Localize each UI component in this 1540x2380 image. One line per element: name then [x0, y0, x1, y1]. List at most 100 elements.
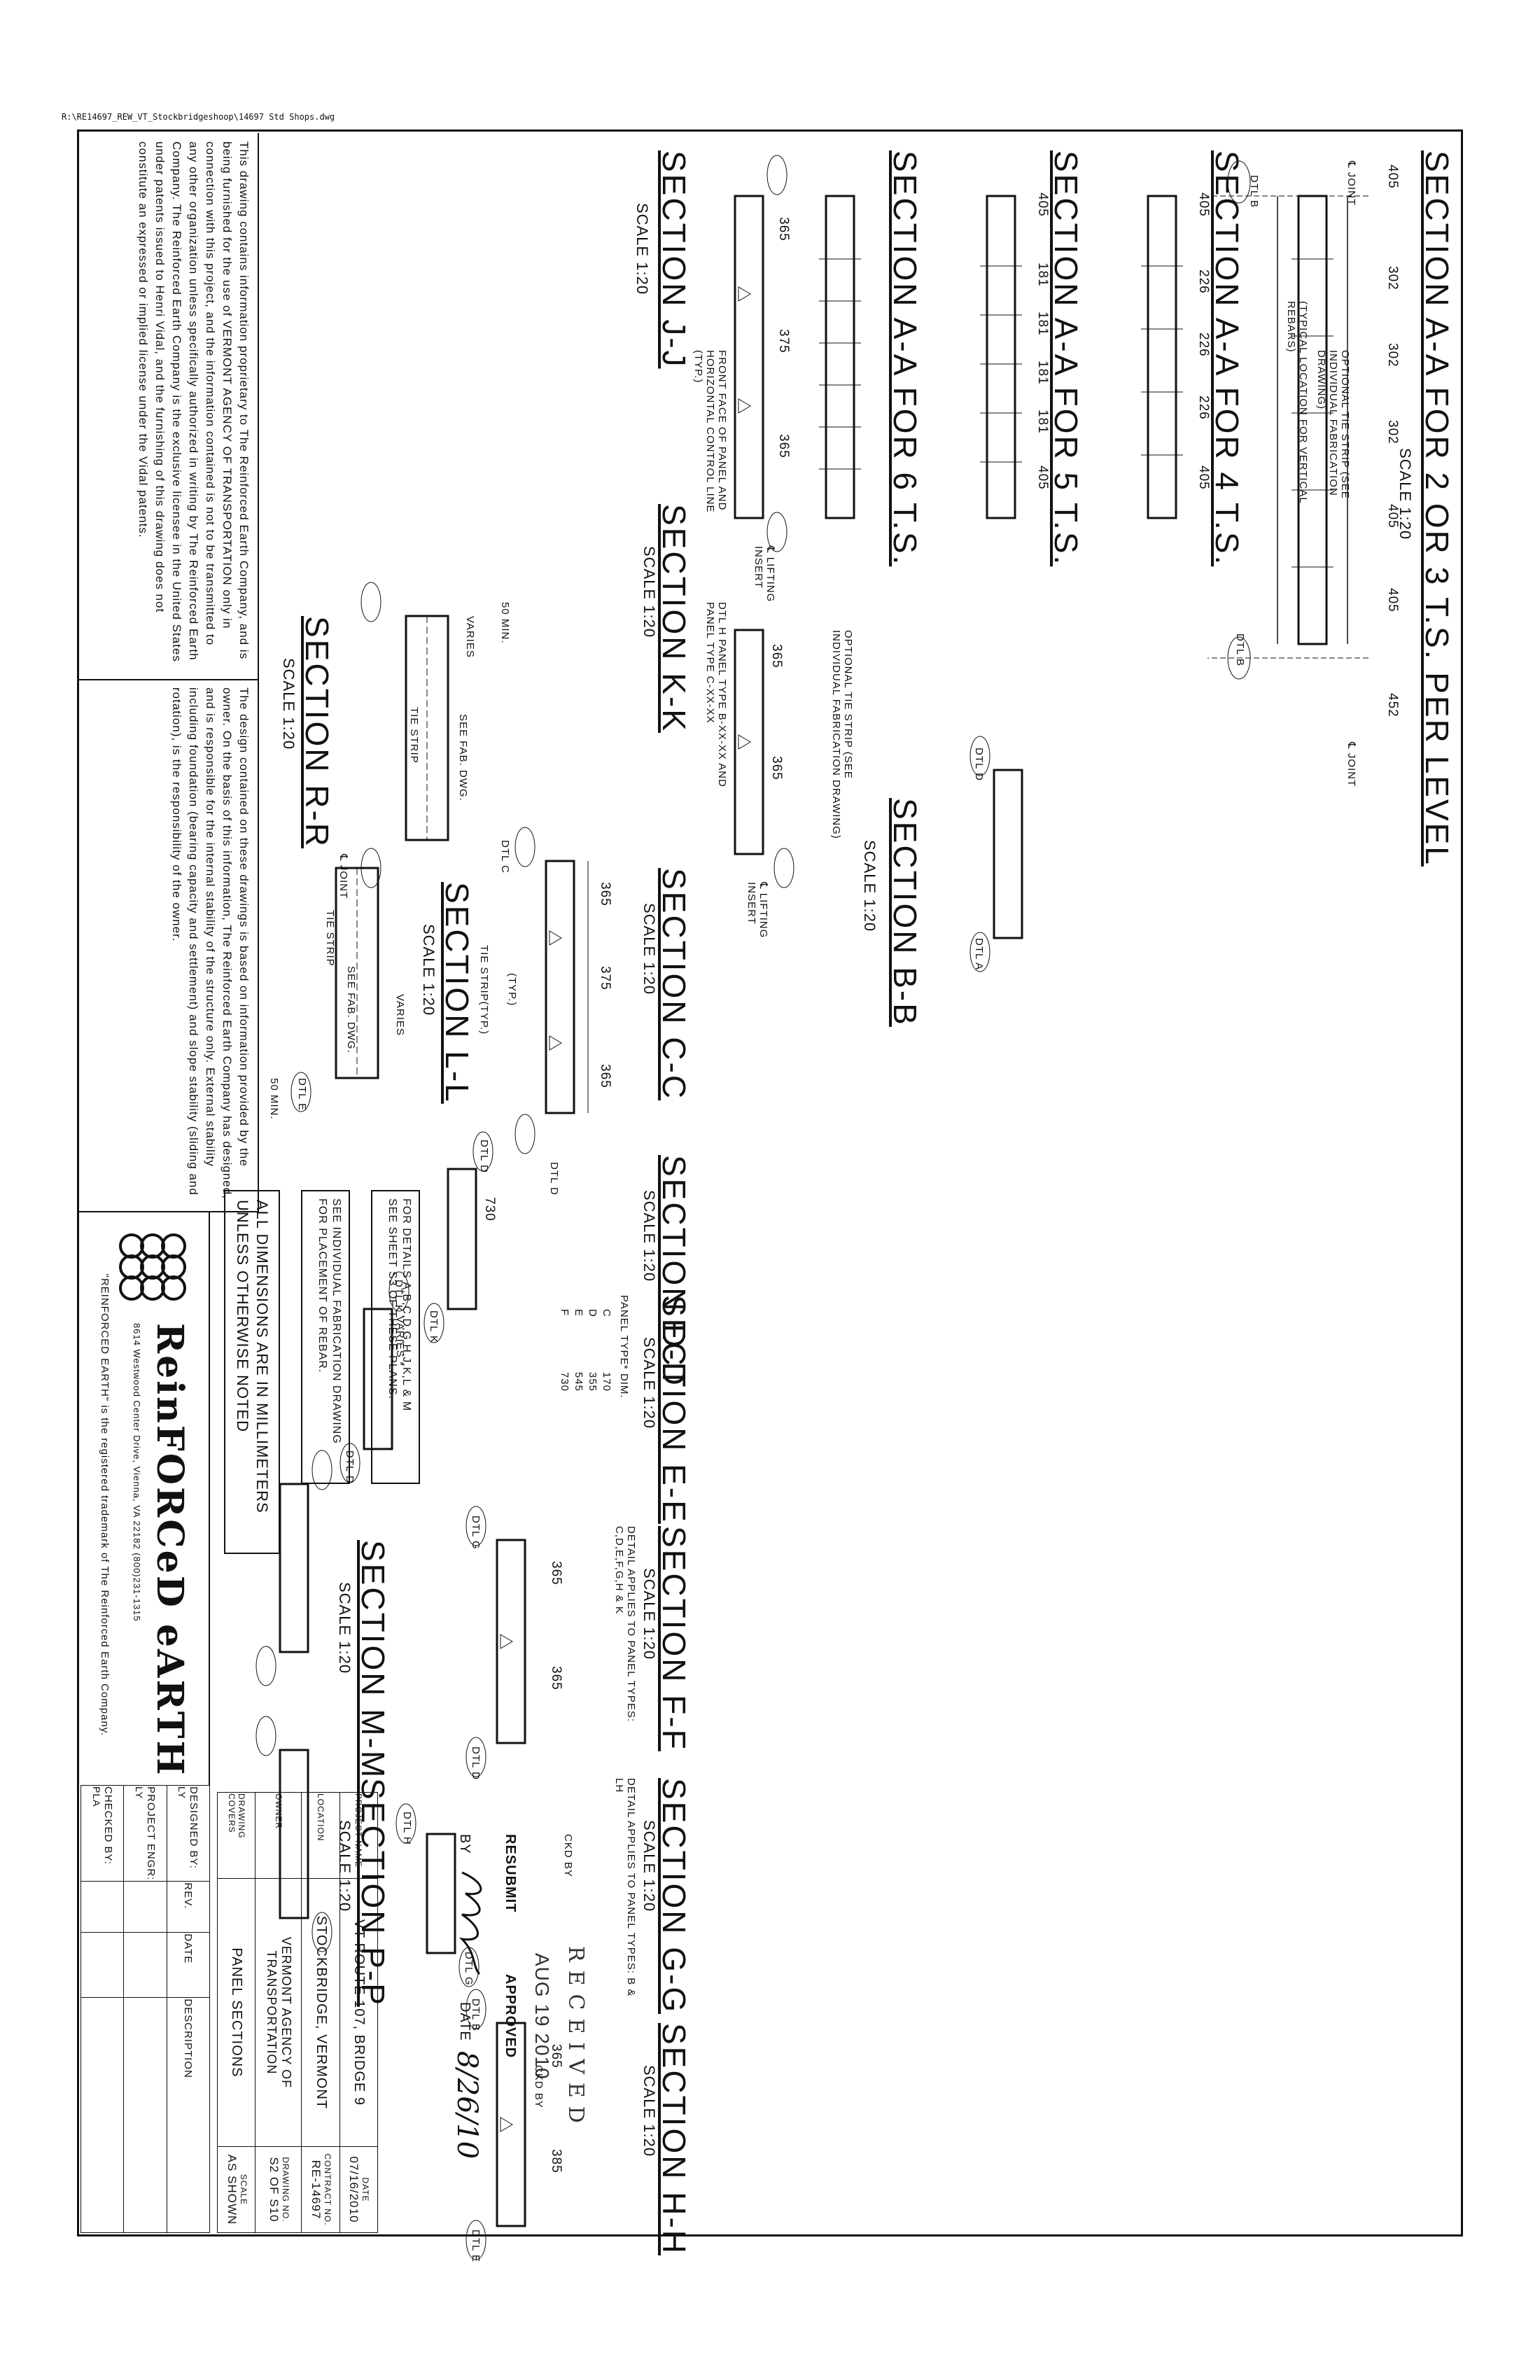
scale-bb: SCALE 1:20 — [861, 840, 878, 932]
company-trademark: "REINFORCED EARTH" is the registered tra… — [99, 1273, 111, 1737]
company-address: 8614 Westwood Center Drive, Vienna, VA 2… — [132, 1323, 142, 1622]
checked-by-label: CHECKED BY: — [102, 1786, 114, 1865]
title-aa4: SECTION A-A FOR 4 T.S. — [1209, 150, 1245, 567]
callout-dtl-d-dd: DTL D — [478, 1140, 490, 1173]
proprietary-box: This drawing contains information propri… — [79, 133, 259, 680]
label-detail-gg: DETAIL APPLIES TO PANEL TYPES: B & LH — [613, 1778, 637, 1997]
owner-label: OWNER — [255, 1792, 302, 1879]
location-value: STOCKBRIDGE, VERMONT — [301, 1878, 340, 2147]
dim-aa23-t1: 405 — [1385, 588, 1400, 612]
scale-rr: SCALE 1:20 — [280, 658, 298, 750]
date-value: 07/16/2010 — [347, 2156, 361, 2223]
scale-value: AS SHOWN — [225, 2154, 239, 2225]
label-varies-ll: VARIES — [394, 994, 406, 1036]
drawing-rr — [360, 582, 449, 888]
label-optional-tie-kk: OPTIONAL TIE STRIP (SEE INDIVIDUAL FABRI… — [830, 630, 854, 839]
label-varies-rr: VARIES — [464, 616, 476, 658]
design-box: The design contained on these drawings i… — [79, 679, 259, 1212]
panel-type-f: F — [559, 1309, 570, 1317]
scale-ee: SCALE 1:20 — [640, 1337, 658, 1429]
drawing-cc — [514, 827, 589, 1154]
stamp-approved: APPROVED — [503, 1974, 518, 2059]
company-block: ReinFORCeD eARTH 8614 Westwood Center Dr… — [79, 1211, 210, 1785]
dim-aa4-5: 405 — [1196, 465, 1211, 490]
note-proprietary: This drawing contains information propri… — [136, 141, 251, 662]
dim-jj-3: 365 — [776, 434, 791, 458]
scale-label: SCALE — [238, 2174, 248, 2206]
label-see-fab-rr: SEE FAB. DWG. — [457, 714, 469, 802]
title-mm: SECTION M-M — [355, 1540, 391, 1780]
stamp-received-date: AUG 19 2010 — [531, 1953, 553, 2080]
callout-dtl-d-ff: DTL D — [470, 1746, 482, 1780]
date-hdr: DATE — [360, 2177, 371, 2202]
title-kk: SECTION K-K — [656, 504, 692, 733]
dim-kk-2: 365 — [769, 756, 784, 780]
designed-by-label: DESIGNED BY: — [188, 1786, 200, 1869]
drawing-ll — [290, 867, 379, 1112]
signature-icon — [458, 1871, 482, 1975]
drawing-dd — [424, 1131, 493, 1343]
label-front-face: FRONT FACE OF PANEL AND HORIZONTAL CONTR… — [692, 350, 728, 513]
drawing-ee — [340, 1271, 410, 1483]
panel-dim-f: 730 — [559, 1372, 570, 1392]
label-lifting-kk: ℄ LIFTING INSERT — [746, 882, 769, 939]
panel-type-d: D — [587, 1309, 598, 1317]
scale-kk: SCALE 1:20 — [640, 546, 658, 638]
title-cc: SECTION C-C — [656, 868, 692, 1100]
note-rebar: SEE INDIVIDUAL FABRICATION DRAWING FOR P… — [301, 1190, 350, 1484]
dim-aa23-3: 302 — [1385, 343, 1400, 368]
title-bb: SECTION B-B — [887, 798, 923, 1027]
scale-jj: SCALE 1:20 — [634, 203, 651, 295]
title-aa5: SECTION A-A FOR 5 T.S. — [1048, 150, 1084, 567]
callout-dtl-e-hh: DTL E — [470, 2230, 482, 2262]
drawing-mm — [255, 1450, 332, 1686]
dim-cc-1: 365 — [598, 882, 612, 906]
drawing-aa6 — [819, 195, 861, 519]
dim-aa23-1: 405 — [1385, 164, 1400, 189]
panel-dim-e: 545 — [573, 1372, 584, 1392]
dim-aa4-4: 226 — [1196, 396, 1211, 420]
label-detail-ff: DETAIL APPLIES TO PANEL TYPES: C,D,E,F,G… — [613, 1526, 637, 1723]
rev-label: REV. — [182, 1882, 195, 1910]
stamp-ckd-by2: CKD BY — [533, 2065, 545, 2108]
panel-type-c: C — [601, 1309, 612, 1317]
note-dimensions: ALL DIMENSIONS ARE IN MILLIMETERS UNLESS… — [224, 1190, 280, 1554]
drawing-jj — [734, 155, 788, 552]
callout-dtl-d-cc: DTL D — [548, 1162, 560, 1196]
title-ff: SECTION F-F — [656, 1526, 692, 1751]
dim-ff-1: 365 — [549, 1561, 564, 1586]
drawing-bb — [969, 736, 1023, 972]
dim-ff-2: 365 — [549, 1666, 564, 1690]
note-design: The design contained on these drawings i… — [170, 687, 251, 1199]
stamp-sign-date: 8/26/10 — [451, 2051, 483, 2160]
scale-gg: SCALE 1:20 — [640, 1820, 658, 1912]
dim-cc-3: 365 — [598, 1064, 612, 1088]
designed-by-value: LY — [176, 1786, 188, 1800]
panel-dim-d: 355 — [587, 1372, 598, 1392]
stamp-by: BY — [457, 1834, 472, 1854]
callout-dtl-b1: DTL B — [1248, 175, 1260, 208]
drawing-aa5 — [980, 195, 1022, 519]
dim-aa4-2: 226 — [1196, 270, 1211, 294]
callout-dtl-g-ll: DTL E — [296, 1078, 308, 1111]
dim-dd-730: 730 — [482, 1197, 497, 1222]
description-label: DESCRIPTION — [182, 1998, 195, 2078]
dim-aa5-6: 405 — [1035, 465, 1050, 490]
stamp-received: RECEIVED — [564, 1946, 588, 2132]
scale-ff: SCALE 1:20 — [640, 1568, 658, 1660]
date-label: DATE — [182, 1933, 195, 1964]
project-name-value: VT ROUTE 107, BRIDGE 9 — [340, 1878, 378, 2147]
callout-dtl-b2: DTL B — [1234, 634, 1246, 666]
drawing-no-label: DRAWING NO. — [280, 2157, 290, 2222]
dim-aa5-5: 181 — [1035, 410, 1050, 434]
callout-dtl-c-cc: DTL C — [499, 840, 511, 874]
label-optional-tie-aa23: OPTIONAL TIE STRIP (SEE INDIVIDUAL FABRI… — [1315, 350, 1351, 499]
label-typical-location: (TYPICAL LOCATION FOR VERTICAL REBARS) — [1285, 301, 1309, 504]
title-ll: SECTION L-L — [439, 882, 475, 1104]
project-engr-value: LY — [134, 1786, 146, 1800]
dim-aa23-t2: 452 — [1385, 693, 1400, 718]
owner-value: VERMONT AGENCY OF TRANSPORTATION — [255, 1878, 302, 2147]
label-panel-type: PANEL TYPE — [618, 1295, 630, 1366]
title-hh: SECTION H-H — [656, 2023, 692, 2255]
